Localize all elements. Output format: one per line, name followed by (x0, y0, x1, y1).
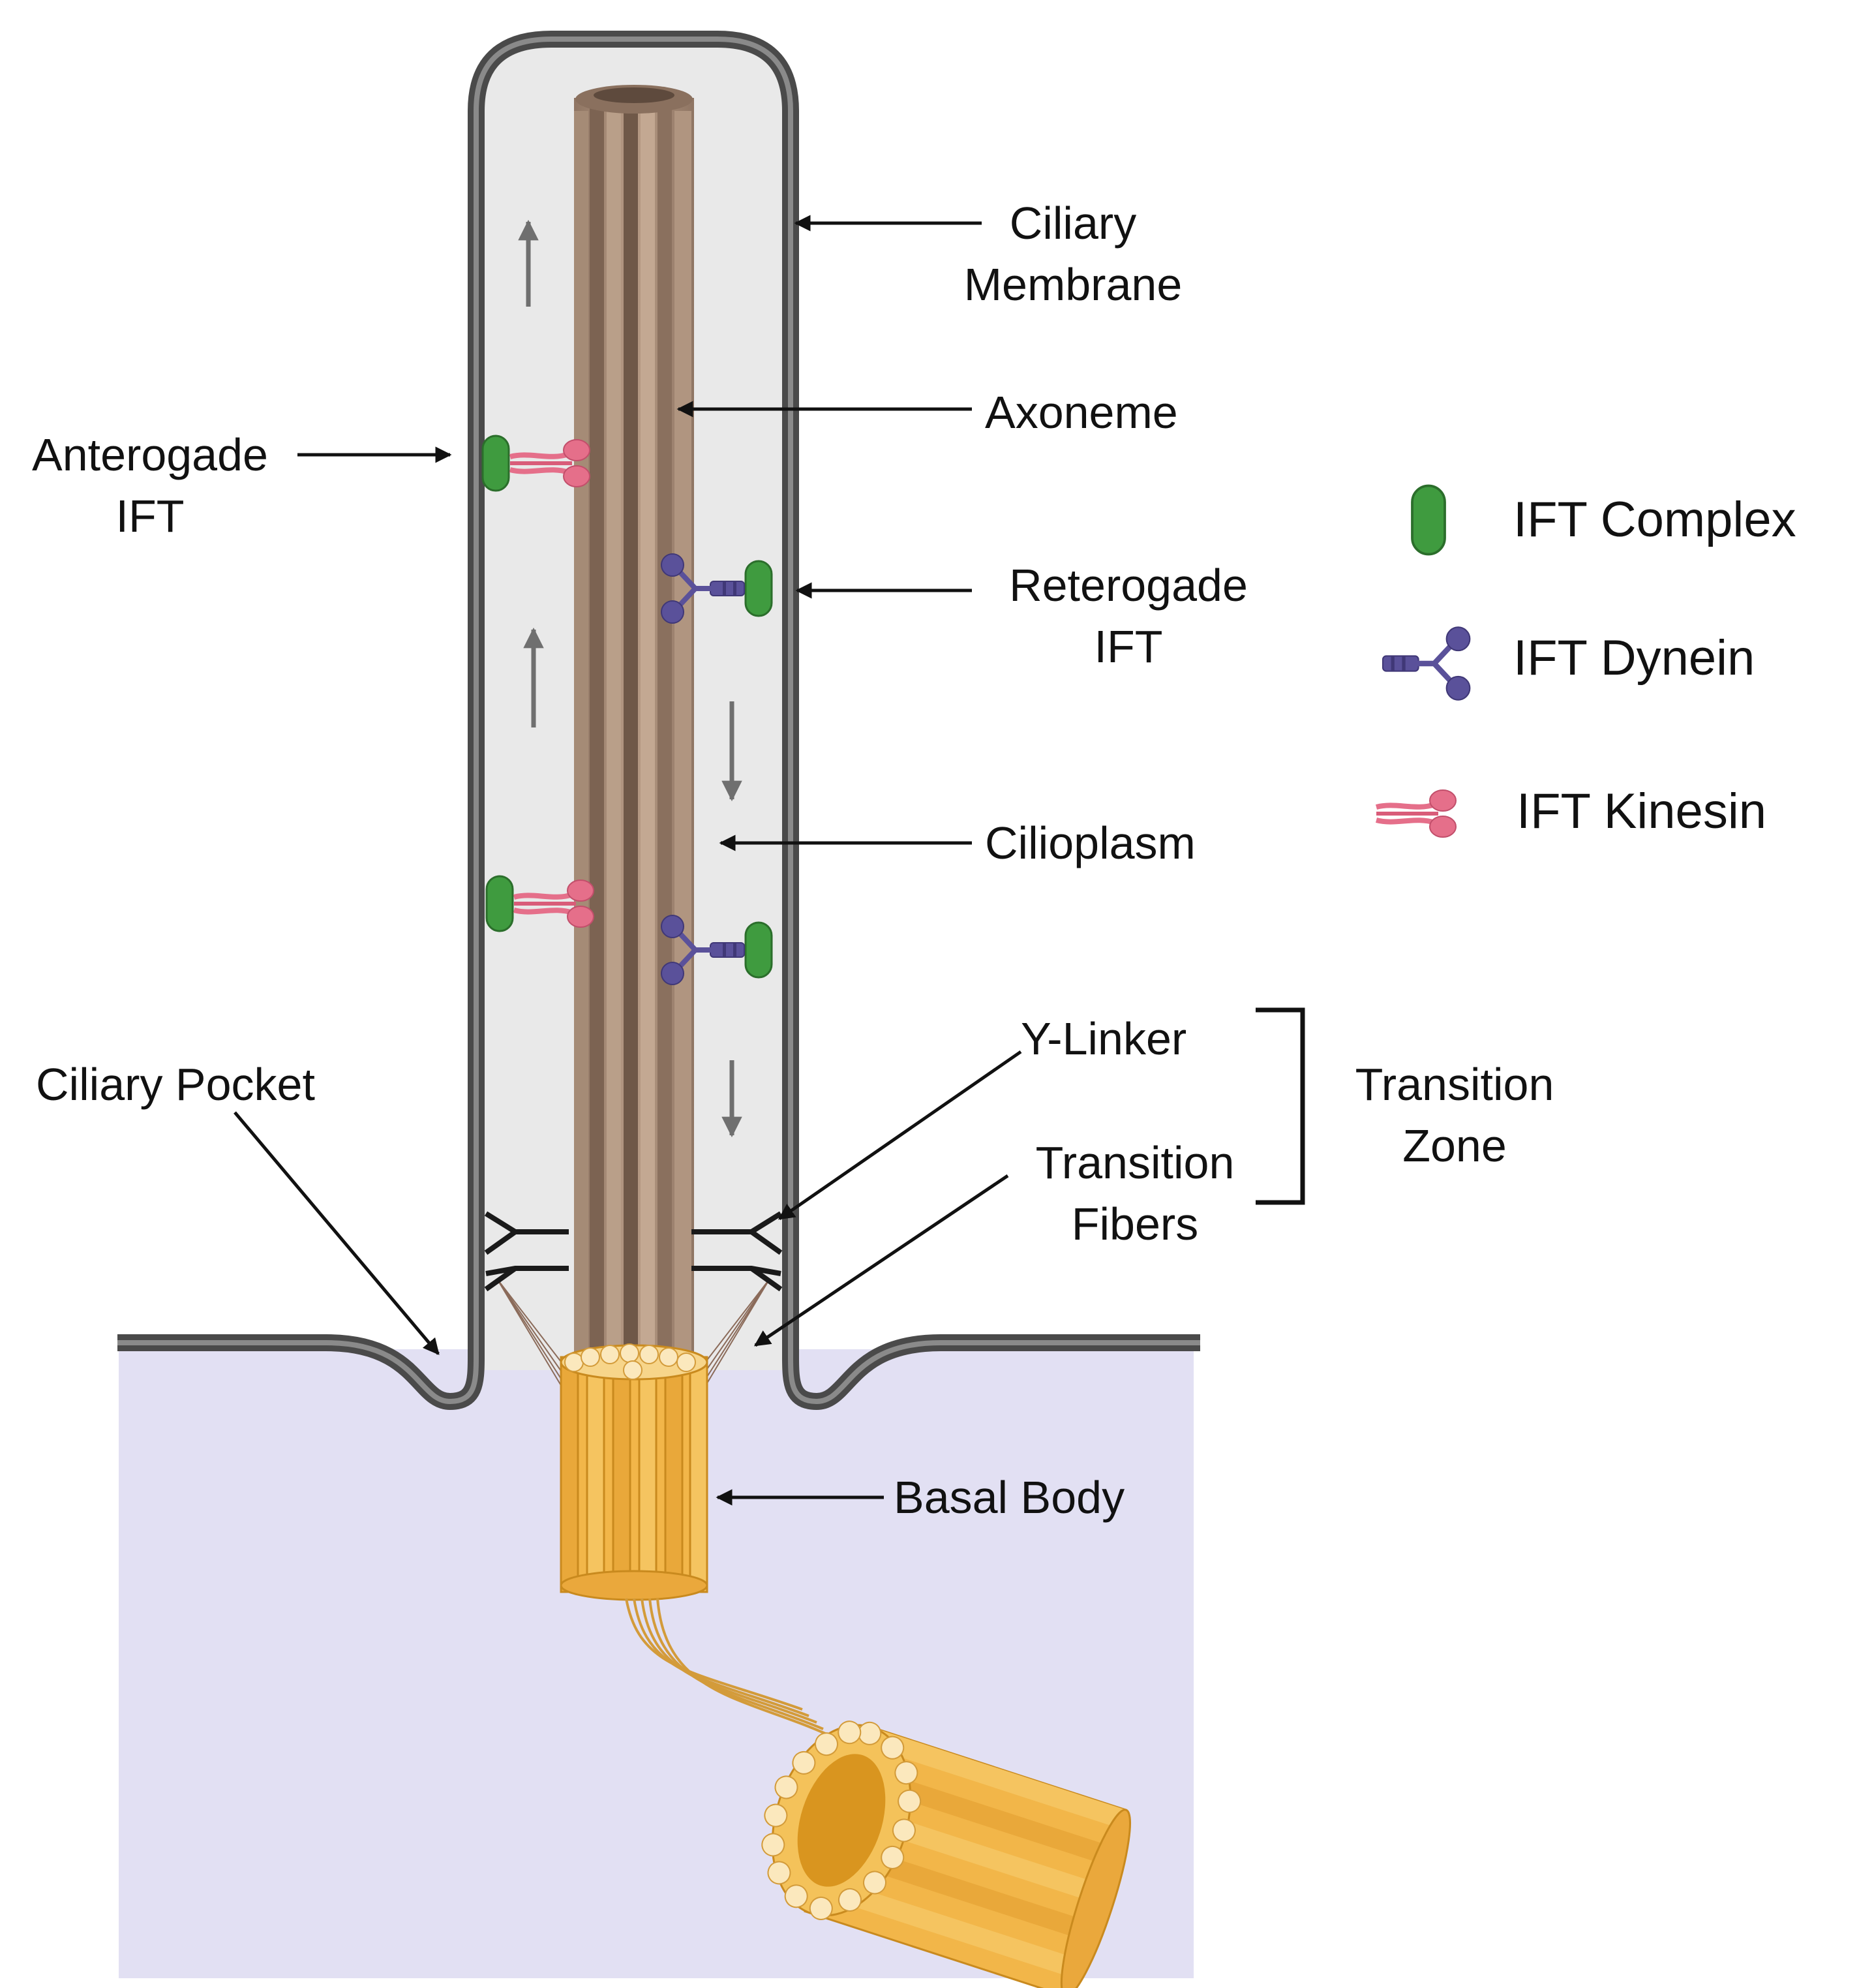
daughter-centriole (761, 1720, 1131, 1988)
ift-dynein-icon (1383, 627, 1470, 699)
centriole-linker-fibers (625, 1598, 830, 1737)
basal-body (560, 1344, 708, 1601)
label-transition-zone: Transition Zone (1355, 1059, 1554, 1171)
legend-label-ift-complex: IFT Complex (1513, 492, 1796, 547)
label-ciliary-pocket: Ciliary Pocket (36, 1059, 315, 1110)
ift-kinesin-icon (1376, 790, 1456, 837)
legend-label-ift-dynein: IFT Dynein (1513, 630, 1755, 686)
transport-arrows (518, 219, 742, 1138)
axoneme-microtubules (574, 85, 694, 1364)
ift-complex-icon (1411, 484, 1446, 556)
label-y-linker: Y-Linker (1021, 1013, 1187, 1064)
basal-body-top-circles (564, 1343, 696, 1380)
ciliary-membrane (117, 31, 1200, 1410)
label-axoneme: Axoneme (985, 387, 1178, 438)
transition-zone-bracket (1256, 1007, 1305, 1205)
label-retrograde-ift: Reterogade IFT (1009, 560, 1248, 672)
label-ciliary-membrane: Ciliary Membrane (963, 198, 1183, 310)
label-cilioplasm: Cilioplasm (985, 818, 1196, 868)
label-arrows (234, 215, 1022, 1506)
label-basal-body: Basal Body (894, 1472, 1125, 1523)
legend-label-ift-kinesin: IFT Kinesin (1517, 784, 1766, 839)
label-anterograde-ift: Anterogade IFT (32, 429, 268, 542)
y-linkers (484, 1211, 783, 1292)
label-transition-fibers: Transition Fibers (1035, 1137, 1235, 1249)
